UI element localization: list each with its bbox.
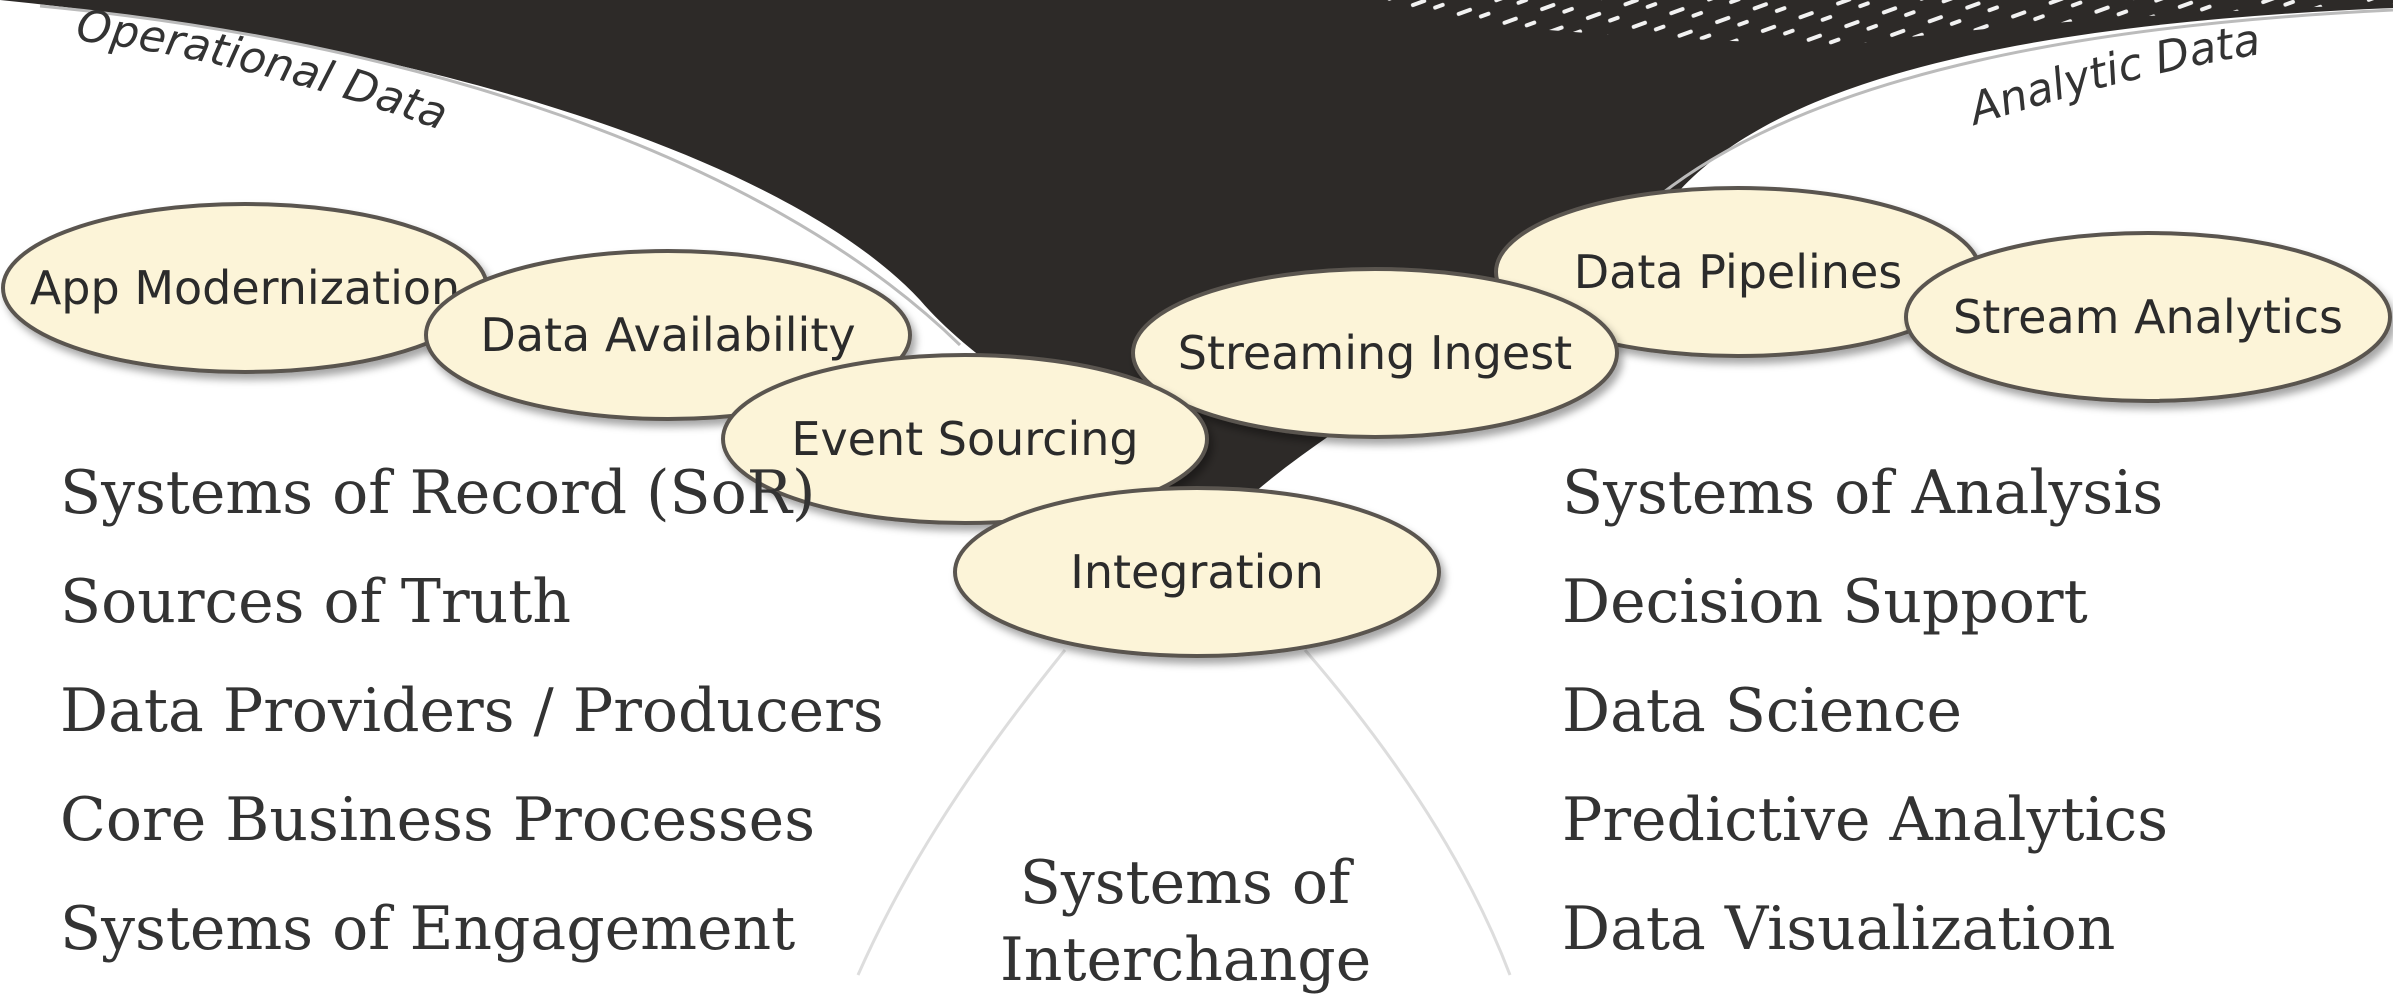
bubble-stream-analytics: Stream Analytics: [1904, 231, 2392, 403]
svg-text:Integration: Integration: [1070, 545, 1323, 599]
svg-text:Data Pipelines: Data Pipelines: [1574, 245, 1902, 299]
analytic-boundary-line: [1659, 8, 2393, 197]
svg-text:App Modernization: App Modernization: [30, 261, 460, 315]
list-item: Data Visualization: [1562, 894, 2116, 964]
texture-region: [1330, 0, 2393, 45]
bubble-streaming-ingest: Streaming Ingest: [1131, 267, 1619, 439]
svg-text:Data Availability: Data Availability: [480, 308, 855, 362]
svg-text:Stream Analytics: Stream Analytics: [1953, 290, 2343, 344]
operational-boundary-line: [39, 4, 962, 347]
list-item: Systems of Analysis: [1562, 458, 2164, 528]
systems-of-interchange-title: Systems of Interchange: [1000, 845, 1372, 999]
list-item: Sources of Truth: [60, 567, 572, 637]
list-item: Systems of Engagement: [60, 894, 796, 964]
bubble-data-availability: Data Availability: [424, 249, 912, 421]
diagram-canvas: Operational Data Analytic Data App Moder…: [0, 0, 2393, 976]
list-item: Data Science: [1562, 676, 1962, 746]
svg-text:Event Sourcing: Event Sourcing: [791, 412, 1138, 466]
analytic-systems-list: Systems of Analysis Decision Support Dat…: [1562, 463, 2168, 1008]
operational-systems-list: Systems of Record (SoR) Sources of Truth…: [60, 463, 884, 1008]
bubble-event-sourcing: Event Sourcing: [721, 353, 1209, 525]
bubble-data-pipelines: Data Pipelines: [1494, 186, 1982, 358]
center-title-line-2: Interchange: [1000, 925, 1372, 995]
interchange-arch-right: [1303, 649, 1512, 976]
center-title-line-1: Systems of: [1019, 848, 1351, 918]
list-item: Predictive Analytics: [1562, 785, 2169, 855]
bubble-app-modernization: App Modernization: [1, 202, 489, 374]
svg-text:Streaming Ingest: Streaming Ingest: [1178, 326, 1572, 380]
list-item: Data Providers / Producers: [60, 676, 884, 746]
list-item: Decision Support: [1562, 567, 2088, 637]
interchange-arch-left: [856, 649, 1067, 976]
funnel-shape: [0, 0, 2393, 505]
list-item: Systems of Record (SoR): [60, 458, 816, 528]
bubble-integration: Integration: [953, 486, 1441, 658]
list-item: Core Business Processes: [60, 785, 815, 855]
